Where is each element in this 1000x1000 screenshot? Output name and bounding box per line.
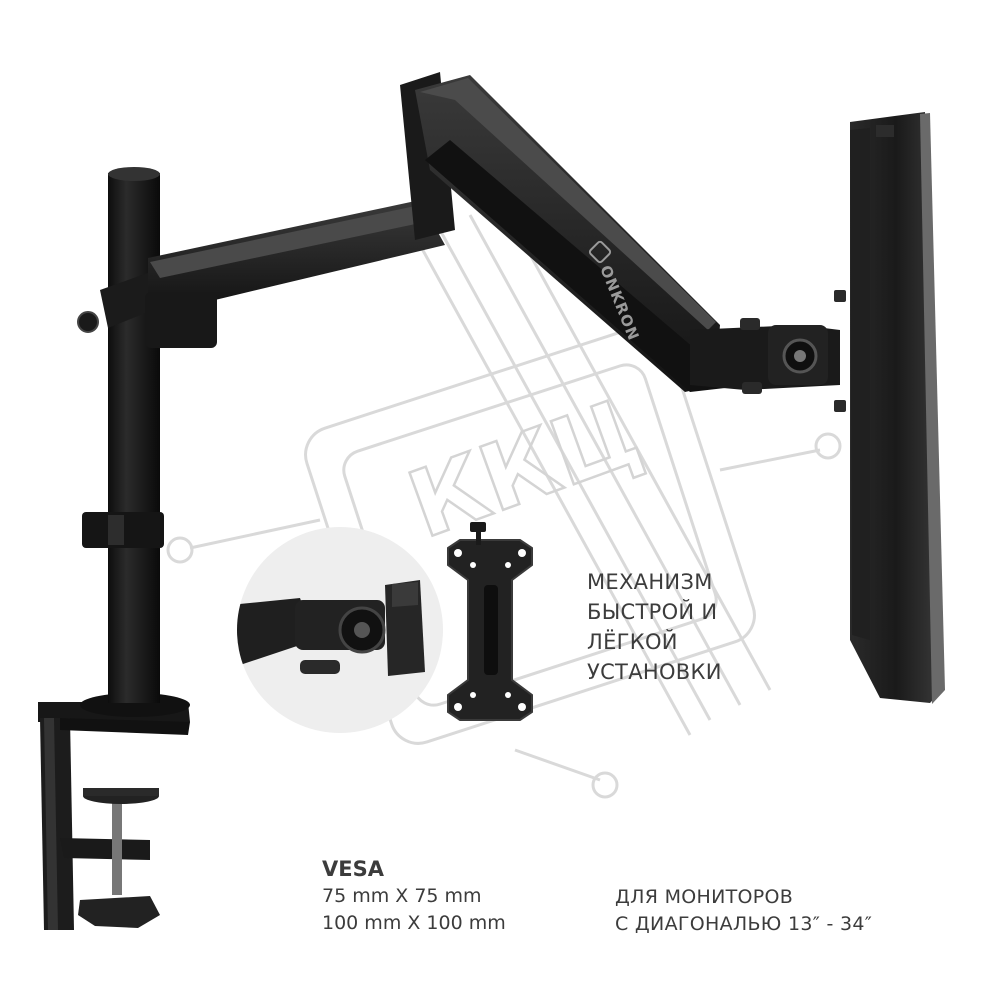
feature-caption: МЕХАНИЗМ БЫСТРОЙ И ЛЁГКОЙ УСТАНОВКИ (587, 567, 722, 687)
vesa-plate (447, 522, 533, 721)
monitor (834, 112, 945, 704)
vesa-specs: VESA 75 mm X 75 mm 100 mm X 100 mm (322, 856, 506, 937)
feature-line-2: БЫСТРОЙ И (587, 600, 718, 624)
lower-arm (145, 72, 455, 348)
monitor-range-line-1: ДЛЯ МОНИТОРОВ (615, 886, 794, 908)
desk-clamp (38, 702, 190, 930)
feature-line-4: УСТАНОВКИ (587, 660, 722, 684)
monitor-range-line-2: С ДИАГОНАЛЬЮ 13″ - 34″ (615, 913, 873, 935)
feature-line-3: ЛЁГКОЙ (587, 630, 678, 654)
upper-gas-arm (415, 75, 725, 392)
watermark-text: ККЦ (395, 378, 653, 559)
feature-line-1: МЕХАНИЗМ (587, 570, 713, 594)
vesa-size-2: 100 mm X 100 mm (322, 912, 506, 934)
watermark (166, 199, 842, 799)
vesa-title: VESA (322, 857, 384, 881)
brand-logo-icon (588, 240, 612, 264)
pole (77, 167, 190, 717)
quick-release-detail (237, 527, 443, 733)
vesa-size-1: 75 mm X 75 mm (322, 885, 482, 907)
monitor-range: ДЛЯ МОНИТОРОВ С ДИАГОНАЛЬЮ 13″ - 34″ (615, 884, 872, 938)
tilt-head (690, 318, 840, 394)
